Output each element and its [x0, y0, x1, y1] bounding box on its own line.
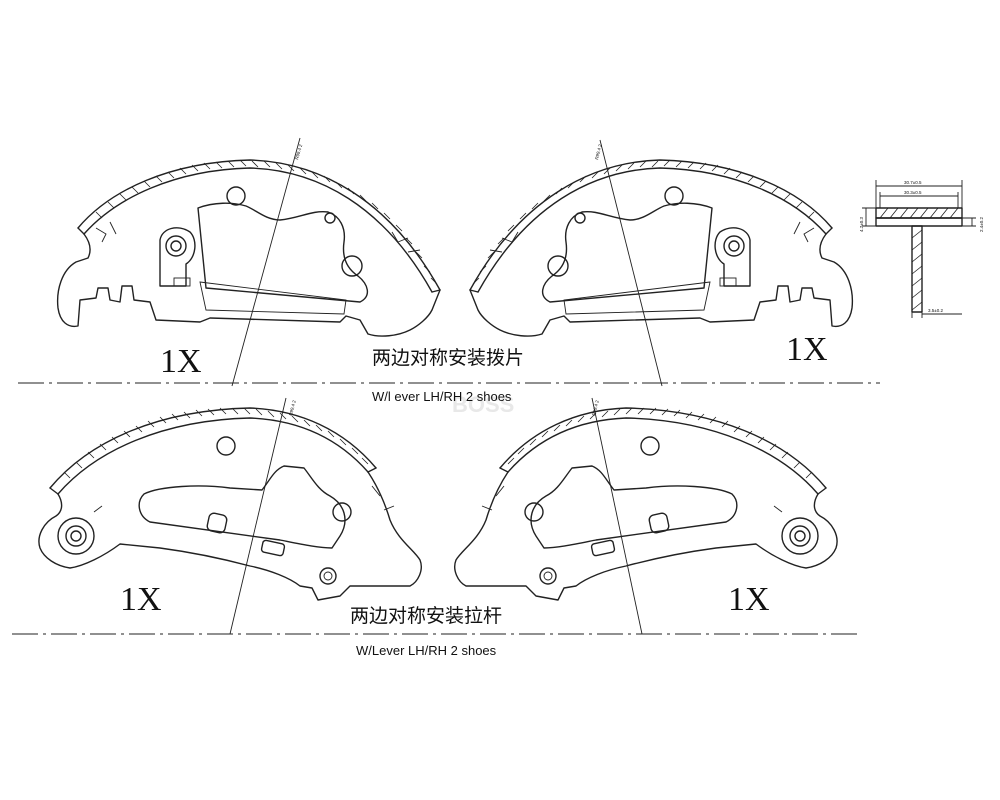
top-left-radius-line [231, 137, 301, 387]
bottom-right-shoe [454, 407, 838, 601]
bottom-left-shoe [38, 407, 422, 601]
section-dim-right: 2.4±0.2 [979, 217, 984, 232]
top-caption-cn: 两边对称安装拨片 [372, 347, 524, 369]
top-left-shoe [56, 159, 441, 337]
watermark-text: BOSS [452, 392, 514, 417]
section-view [862, 180, 976, 318]
section-dim-bottom: 3.5±0.2 [928, 308, 943, 313]
top-left-qty: 1X [160, 343, 202, 380]
section-dim-top-outer: 30.7±0.5 [904, 180, 922, 185]
bottom-caption-en: W/Lever LH/RH 2 shoes [356, 643, 497, 658]
bottom-left-radius-label: R99.4 2 [288, 399, 297, 416]
top-right-shoe [469, 159, 854, 337]
bottom-left-radius-line [229, 397, 287, 635]
section-dim-left: 4.7±0.3 [859, 217, 864, 232]
top-right-radius-line [599, 139, 663, 387]
bottom-caption-cn: 两边对称安装拉杆 [350, 605, 502, 627]
top-left-radius-label: R99.4 2 [294, 143, 303, 160]
top-right-qty: 1X [786, 331, 828, 368]
bottom-right-radius-line [591, 397, 643, 635]
bottom-right-radius-label: R99.4 2 [591, 399, 600, 416]
top-right-radius-label: R99.4 2 [594, 143, 603, 160]
section-dim-top-inner: 30.3±0.5 [904, 190, 922, 195]
bottom-right-qty: 1X [728, 581, 770, 618]
bottom-left-qty: 1X [120, 581, 162, 618]
top-caption-en: W/l ever LH/RH 2 shoes [372, 389, 512, 404]
